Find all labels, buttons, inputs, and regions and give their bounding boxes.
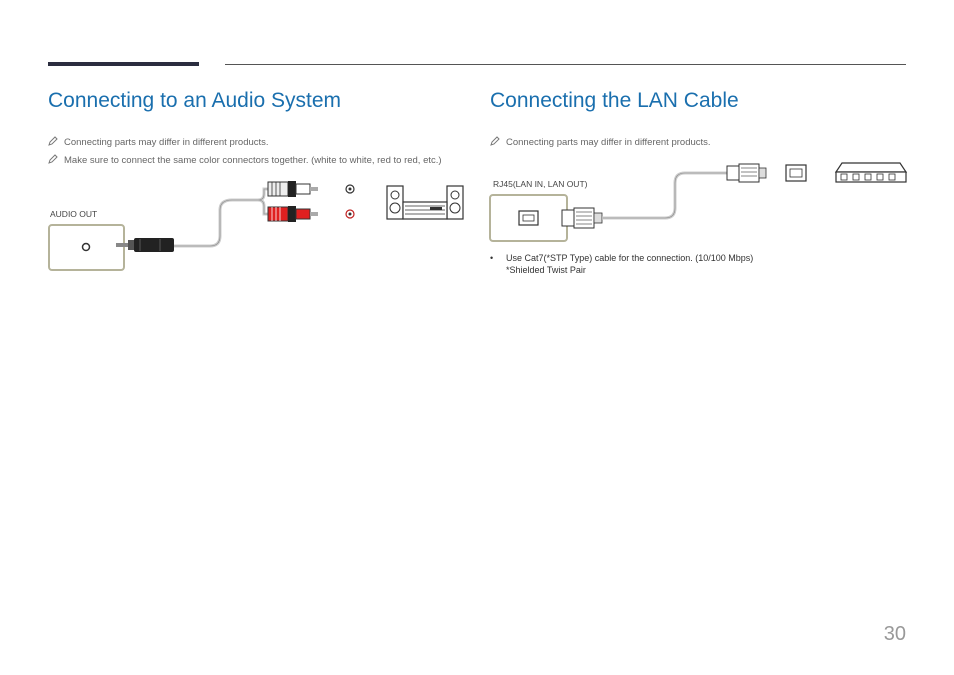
rj45-plug-left (561, 207, 603, 229)
audio-out-panel (48, 224, 125, 271)
page-number: 30 (883, 623, 906, 645)
lan-port (785, 164, 807, 182)
pencil-note-icon (490, 136, 500, 149)
lan-bullet-line-2: *Shielded Twist Pair (506, 265, 586, 275)
rca-plug-red (267, 206, 318, 222)
header-rule (225, 64, 906, 65)
audio-note-2-text: Make sure to connect the same color conn… (64, 155, 442, 166)
audio-out-label: AUDIO OUT (50, 209, 98, 219)
lan-note-text: Connecting parts may differ in different… (506, 137, 711, 148)
bullet-dot: • (490, 253, 494, 263)
audio-system-device (386, 185, 464, 220)
lan-bullet-note: • Use Cat7(*STP Type) cable for the conn… (490, 252, 754, 276)
stereo-mini-plug (116, 238, 174, 252)
lan-note: Connecting parts may differ in different… (490, 136, 711, 149)
rj45-panel (489, 194, 568, 242)
audio-note-2: Make sure to connect the same color conn… (48, 154, 442, 167)
audio-input-jacks (345, 184, 355, 219)
pencil-note-icon (48, 136, 58, 149)
rj45-label: RJ45(LAN IN, LAN OUT) (493, 179, 588, 189)
rj45-plug-right (726, 163, 767, 183)
audio-note-1-text: Connecting parts may differ in different… (64, 137, 269, 148)
lan-section-title: Connecting the LAN Cable (490, 89, 739, 112)
audio-section-title: Connecting to an Audio System (48, 89, 342, 112)
rca-plug-white (267, 181, 318, 197)
network-hub-device (834, 162, 908, 183)
pencil-note-icon (48, 154, 58, 167)
lan-bullet-line-1: Use Cat7(*STP Type) cable for the connec… (506, 253, 754, 263)
audio-note-1: Connecting parts may differ in different… (48, 136, 269, 149)
header-bar-thick (48, 62, 199, 66)
